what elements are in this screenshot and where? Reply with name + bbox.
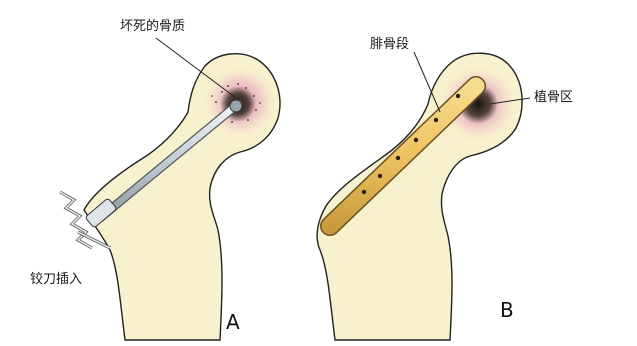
label-fibula-segment: 腓骨段 <box>370 38 409 51</box>
panel-a <box>60 38 280 340</box>
panel-letter-b: B <box>500 300 514 320</box>
panel-letter-a: A <box>226 312 240 332</box>
label-graft-area: 植骨区 <box>534 91 573 104</box>
label-reamer-insert: 铰刀插入 <box>30 273 82 286</box>
panel-b <box>317 52 530 340</box>
label-necrotic-bone: 坏死的骨质 <box>120 20 185 33</box>
